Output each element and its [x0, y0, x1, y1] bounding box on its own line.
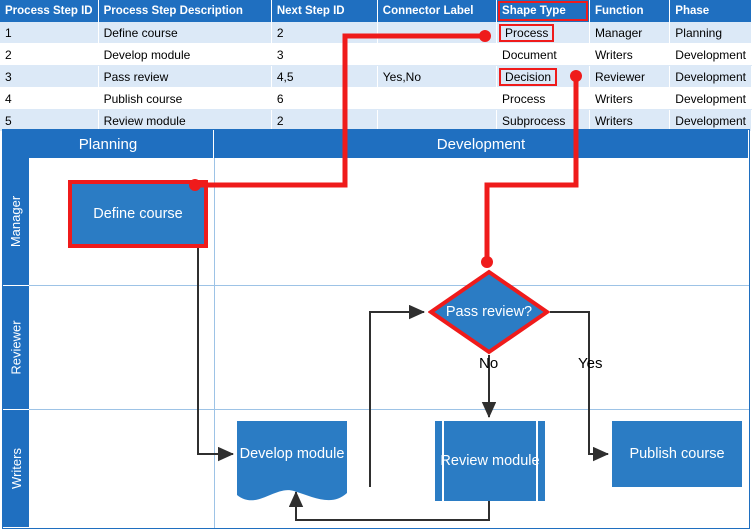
- process-steps-table: Process Step ID Process Step Description…: [0, 0, 752, 132]
- document-wave-icon: [237, 485, 347, 501]
- cell-conn: Yes,No: [377, 65, 498, 88]
- subprocess-bar-right: [536, 421, 538, 501]
- shape-publish-course-label: Publish course: [629, 445, 725, 462]
- phase-header-planning[interactable]: Planning: [3, 130, 214, 158]
- col-header-process-step-id[interactable]: Process Step ID: [0, 0, 99, 22]
- cell-shape: Document: [496, 43, 590, 66]
- cell-conn: [377, 22, 498, 44]
- table-row[interactable]: 2 Develop module 3 Document Writers Deve…: [0, 43, 752, 66]
- cell-step-id: 3: [0, 65, 99, 88]
- shape-develop-module-label: Develop module: [239, 445, 345, 462]
- cell-step-id: 4: [0, 87, 99, 110]
- cell-desc: Define course: [98, 22, 272, 44]
- cell-next: 2: [271, 22, 378, 44]
- col-header-phase[interactable]: Phase: [669, 0, 752, 22]
- shape-define-course-label: Define course: [93, 205, 183, 222]
- lane-header-writers[interactable]: Writers: [3, 410, 29, 528]
- cell-step-id: 1: [0, 22, 99, 44]
- lane-header-reviewer-label: Reviewer: [8, 320, 24, 375]
- connector-label-no: No: [479, 355, 499, 372]
- cell-conn: [377, 87, 498, 110]
- shape-review-module-label: Review module: [440, 452, 540, 469]
- cell-phase: Development: [669, 65, 752, 88]
- decision-diamond-icon: [428, 269, 550, 355]
- phase-header-planning-label: Planning: [78, 135, 138, 153]
- col-header-process-step-description[interactable]: Process Step Description: [98, 0, 272, 22]
- cell-function: Reviewer: [589, 65, 671, 88]
- cell-desc: Develop module: [98, 43, 272, 66]
- cell-shape: Decision: [496, 65, 590, 88]
- subprocess-bar-left: [442, 421, 444, 501]
- shape-pass-review-decision-label: Pass review?: [428, 269, 550, 355]
- cell-function: Writers: [589, 43, 671, 66]
- cell-desc: Pass review: [98, 65, 272, 88]
- phase-header-development[interactable]: Development: [214, 130, 749, 158]
- phase-divider: [214, 158, 215, 528]
- phase-header-development-label: Development: [436, 135, 526, 153]
- shape-pass-review-decision[interactable]: Pass review?: [428, 269, 550, 355]
- lane-header-manager[interactable]: Manager: [3, 158, 29, 286]
- cell-function: Manager: [589, 22, 671, 44]
- connector-label-yes: Yes: [578, 355, 603, 372]
- cell-phase: Development: [669, 109, 752, 132]
- table-header-row: Process Step ID Process Step Description…: [0, 0, 752, 22]
- cell-next: 6: [271, 87, 378, 110]
- shape-type-value-highlight: Decision: [499, 67, 558, 86]
- lane-body-reviewer: [29, 286, 749, 410]
- lane-header-writers-label: Writers: [8, 448, 24, 489]
- shape-define-course[interactable]: Define course: [68, 180, 208, 248]
- cell-function: Writers: [589, 87, 671, 110]
- lane-header-reviewer[interactable]: Reviewer: [3, 286, 29, 410]
- lane-header-manager-label: Manager: [8, 195, 24, 248]
- col-header-function[interactable]: Function: [589, 0, 671, 22]
- col-header-shape-type[interactable]: Shape Type: [496, 0, 590, 22]
- cell-phase: Development: [669, 87, 752, 110]
- cell-phase: Development: [669, 43, 752, 66]
- shape-develop-module[interactable]: Develop module: [237, 421, 347, 487]
- table-row[interactable]: 3 Pass review 4,5 Yes,No Decision Review…: [0, 65, 752, 88]
- cell-shape: Process: [496, 22, 590, 44]
- cell-shape: Process: [496, 87, 590, 110]
- cell-phase: Planning: [669, 22, 752, 44]
- shape-type-value-highlight: Process: [499, 23, 555, 42]
- cell-desc: Publish course: [98, 87, 272, 110]
- lane-body-manager: [29, 158, 749, 286]
- cell-step-id: 5: [0, 109, 99, 132]
- cell-next: 3: [271, 43, 378, 66]
- cell-next: 4,5: [271, 65, 378, 88]
- cell-function: Writers: [589, 109, 671, 132]
- shape-review-module[interactable]: Review module: [435, 421, 545, 501]
- decision-label-text: Pass review?: [445, 303, 533, 320]
- col-header-connector-label[interactable]: Connector Label: [377, 0, 498, 22]
- cell-conn: [377, 43, 498, 66]
- col-header-next-step-id[interactable]: Next Step ID: [271, 0, 378, 22]
- col-header-shape-type-text: Shape Type: [502, 5, 566, 17]
- cell-step-id: 2: [0, 43, 99, 66]
- table-row[interactable]: 4 Publish course 6 Process Writers Devel…: [0, 87, 752, 110]
- shape-publish-course[interactable]: Publish course: [612, 421, 742, 487]
- table-row[interactable]: 1 Define course 2 Process Manager Planni…: [0, 22, 752, 44]
